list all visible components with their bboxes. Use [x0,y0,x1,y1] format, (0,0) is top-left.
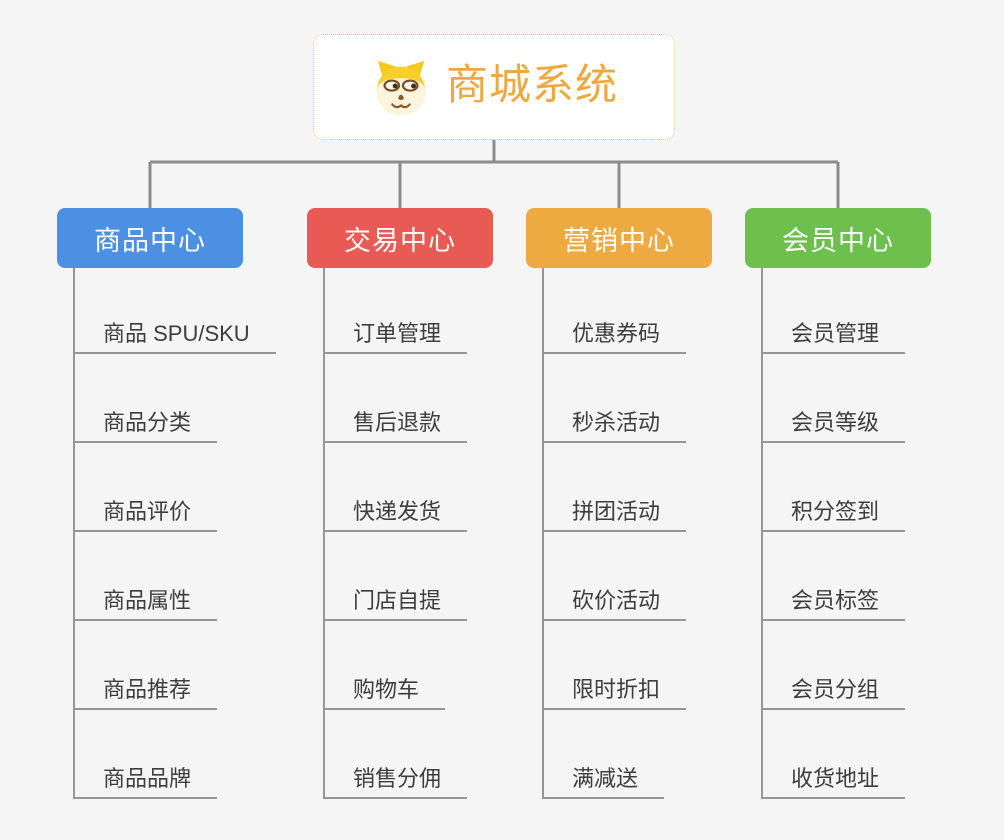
leaf-node[interactable]: 销售分佣 [325,768,468,799]
leaf-node[interactable]: 收货地址 [763,768,906,799]
branch-node[interactable]: 交易中心 [307,208,493,268]
leaf-node[interactable]: 会员管理 [763,323,906,354]
branch-node[interactable]: 会员中心 [745,208,931,268]
root-title: 商城系统 [445,61,618,108]
branch-node[interactable]: 商品中心 [57,208,243,268]
branch-children-rail: 商品 SPU/SKU 商品分类 商品评价 商品属性 商品推荐 商品品牌 [73,268,276,799]
branch-children-rail: 会员管理 会员等级 积分签到 会员标签 会员分组 收货地址 [761,268,931,799]
leaf-node[interactable]: 售后退款 [325,412,468,443]
leaf-node[interactable]: 商品评价 [75,501,218,532]
branch-product-center: 商品中心 商品 SPU/SKU 商品分类 商品评价 商品属性 商品推荐 商品品牌 [57,208,276,799]
leaf-node[interactable]: 门店自提 [325,590,468,621]
branch-label: 商品中心 [94,225,206,256]
shiba-dog-face-icon [376,60,426,116]
leaf-node[interactable]: 会员标签 [763,590,906,621]
leaf-node[interactable]: 商品推荐 [75,679,218,710]
branch-member-center: 会员中心 会员管理 会员等级 积分签到 会员标签 会员分组 收货地址 [745,208,931,799]
leaf-node[interactable]: 商品品牌 [75,768,218,799]
leaf-node[interactable]: 商品属性 [75,590,218,621]
leaf-node[interactable]: 拼团活动 [544,501,687,532]
leaf-node[interactable]: 会员等级 [763,412,906,443]
leaf-node[interactable]: 秒杀活动 [544,412,687,443]
leaf-node[interactable]: 商品 SPU/SKU [75,323,276,354]
leaf-node[interactable]: 购物车 [325,679,446,710]
branch-children-rail: 订单管理 售后退款 快递发货 门店自提 购物车 销售分佣 [323,268,493,799]
leaf-node[interactable]: 订单管理 [325,323,468,354]
leaf-node[interactable]: 优惠券码 [544,323,687,354]
leaf-node[interactable]: 积分签到 [763,501,906,532]
branch-node[interactable]: 营销中心 [526,208,712,268]
leaf-node[interactable]: 满减送 [544,768,665,799]
branch-trade-center: 交易中心 订单管理 售后退款 快递发货 门店自提 购物车 销售分佣 [307,208,493,799]
branch-label: 营销中心 [563,225,675,256]
branch-label: 交易中心 [344,225,456,256]
leaf-node[interactable]: 快递发货 [325,501,468,532]
branch-label: 会员中心 [782,225,894,256]
branch-children-rail: 优惠券码 秒杀活动 拼团活动 砍价活动 限时折扣 满减送 [542,268,712,799]
leaf-node[interactable]: 砍价活动 [544,590,687,621]
leaf-node[interactable]: 会员分组 [763,679,906,710]
branch-marketing-center: 营销中心 优惠券码 秒杀活动 拼团活动 砍价活动 限时折扣 满减送 [526,208,712,799]
root-node[interactable]: 商城系统 [313,34,675,140]
leaf-node[interactable]: 商品分类 [75,412,218,443]
leaf-node[interactable]: 限时折扣 [544,679,687,710]
